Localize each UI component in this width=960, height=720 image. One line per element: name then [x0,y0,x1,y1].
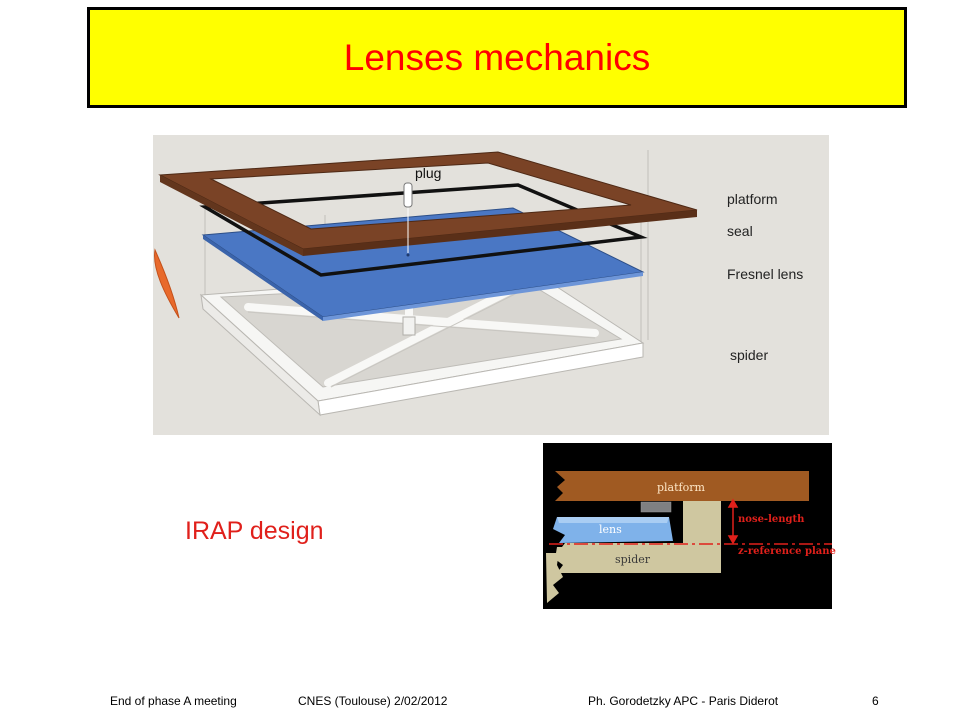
slide-title: Lenses mechanics [343,36,651,78]
nose-length-label: nose-length [738,514,805,525]
plug-label: plug [415,165,442,181]
section-spider-label: spider [615,553,651,566]
seal-layer-label: seal [727,223,753,239]
plug-marker [403,182,413,253]
spider-layer-label: spider [730,347,769,363]
section-lens-label: lens [599,523,622,536]
platform-frame [158,151,698,256]
footer-author: Ph. Gorodetzky APC - Paris Diderot [588,694,779,708]
section-view-svg [543,443,832,609]
seal-frame [199,183,648,277]
fresnel-lens-layer-label: Fresnel lens [727,266,804,282]
exploded-view-svg [153,135,829,435]
irap-design-caption: IRAP design [185,517,324,545]
footer-meeting: End of phase A meeting [110,694,237,708]
slide-title-box: Lenses mechanics [87,7,907,108]
exploded-view-illustration: plug platform seal Fresnel lens spider [153,135,829,435]
orange-leaf-shape [154,248,180,319]
section-view-illustration: platform lens spider nose-length z-refer… [543,443,836,609]
z-reference-plane-label: z-reference plane [738,546,836,557]
footer-venue: CNES (Toulouse) 2/02/2012 [298,694,448,708]
footer-page-number: 6 [872,694,879,708]
section-platform-label: platform [657,481,705,494]
platform-layer-label: platform [727,191,778,207]
